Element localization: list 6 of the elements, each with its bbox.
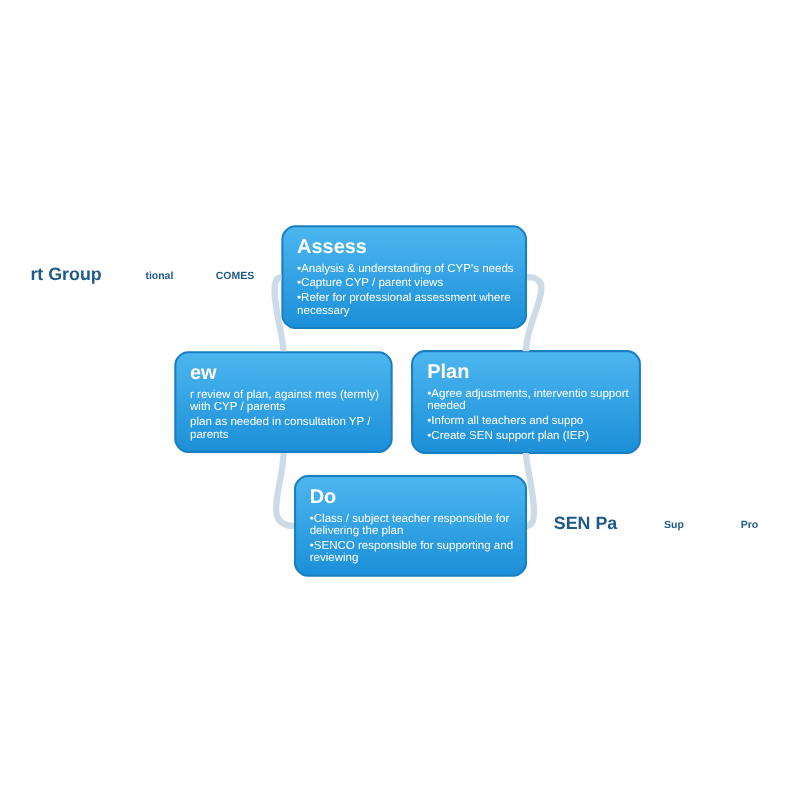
label: SEN Pa bbox=[553, 512, 618, 533]
connector bbox=[272, 451, 295, 529]
connector bbox=[271, 273, 287, 351]
label: rt Group bbox=[30, 263, 102, 284]
connector bbox=[522, 451, 538, 528]
connector bbox=[522, 273, 545, 351]
